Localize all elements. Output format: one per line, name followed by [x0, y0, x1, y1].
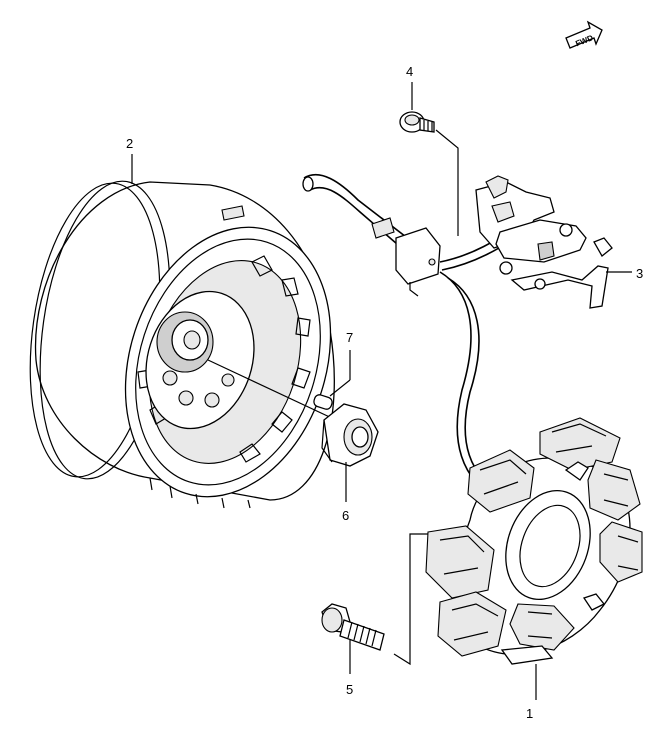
callout-6: 6: [342, 508, 349, 523]
fwd-arrow-icon: FWD: [565, 20, 603, 49]
callout-1: 1: [526, 706, 533, 721]
screw-part: [399, 111, 435, 133]
stator-part: [425, 417, 643, 665]
callout-2: 2: [126, 136, 133, 151]
key-part: [313, 394, 333, 410]
nut-part: [321, 403, 379, 467]
callout-3: 3: [636, 266, 643, 281]
callout-labels: 1 2 3 4 5 6 7: [126, 64, 643, 721]
bolt-part: [321, 603, 385, 651]
axis-line: [207, 359, 337, 421]
callout-5: 5: [346, 682, 353, 697]
callout-7: 7: [346, 330, 353, 345]
bracket-part: [475, 175, 613, 309]
callout-4: 4: [406, 64, 413, 79]
rotor-part: [29, 180, 335, 509]
